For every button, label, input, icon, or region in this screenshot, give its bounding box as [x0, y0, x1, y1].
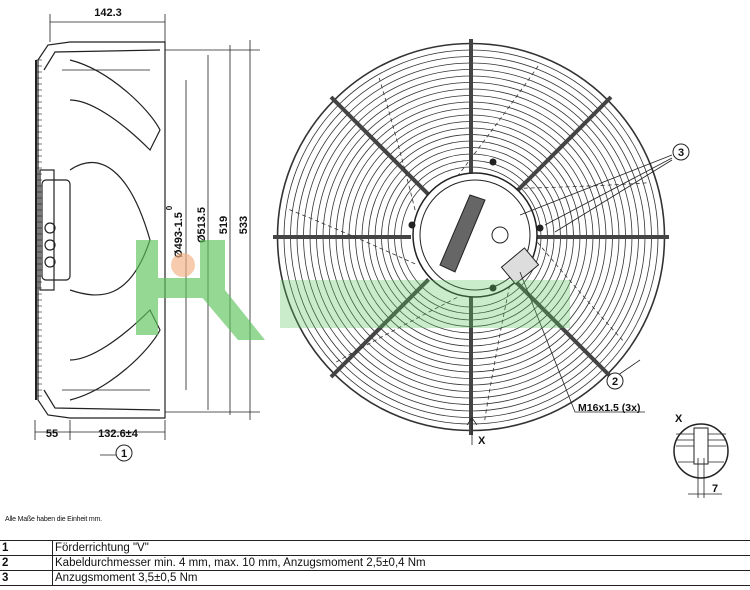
blade-outline	[532, 236, 624, 342]
view-x-label: X	[478, 435, 486, 447]
table-row: 3 Anzugsmoment 3,5±0,5 Nm	[0, 570, 750, 586]
blade-outline	[456, 64, 540, 177]
blade-outline	[287, 208, 416, 265]
motor-hub	[408, 158, 544, 298]
blade-outline	[334, 297, 458, 363]
grille-spoke	[512, 95, 613, 196]
dim-top-width: 142.3	[94, 7, 122, 19]
legend-table: 1 Förderrichtung "V" 2 Kabeldurchmesser …	[0, 540, 750, 586]
detail-x-label: X	[675, 413, 683, 425]
svg-text:2: 2	[612, 376, 618, 388]
svg-text:1: 1	[121, 448, 127, 460]
callout-2: 2	[606, 372, 624, 390]
table-row: 2 Kabeldurchmesser min. 4 mm, max. 10 mm…	[0, 555, 750, 571]
legend-text: Förderrichtung "V"	[52, 540, 750, 556]
blade-outline	[484, 285, 511, 422]
dim-55: 55	[46, 428, 58, 440]
dim-533: 533	[238, 216, 250, 234]
fan-technical-drawing: 142.3 Ø493-1.5 0 Ø513.5 519 533 55 132.6…	[34, 7, 729, 498]
thread-label: M16x1.5 (3x)	[578, 402, 640, 414]
blade-outline	[509, 182, 648, 189]
watermark-logo	[136, 240, 570, 340]
grille-spoke	[329, 278, 430, 379]
table-row: 1 Förderrichtung "V"	[0, 540, 750, 556]
legend-num: 3	[0, 570, 53, 586]
svg-text:3: 3	[678, 147, 684, 159]
dim-dia-493-tol: 0	[165, 205, 174, 210]
dim-519: 519	[218, 216, 230, 234]
callout-1: 1	[115, 444, 133, 462]
legend-num: 1	[0, 540, 53, 556]
legend-text: Kabeldurchmesser min. 4 mm, max. 10 mm, …	[52, 555, 750, 571]
callout-3: 3	[672, 143, 690, 161]
units-note: Alle Maße haben die Einheit mm.	[5, 516, 102, 523]
blade-outline	[378, 76, 416, 211]
legend-num: 2	[0, 555, 53, 571]
fan-grille-front-view	[273, 39, 669, 435]
dim-7: 7	[712, 483, 718, 495]
dim-dia-513: Ø513.5	[196, 207, 208, 243]
dim-dia-493: Ø493-1.5	[173, 212, 185, 258]
side-view	[35, 41, 166, 419]
dimension-lines	[34, 14, 260, 456]
detail-x	[673, 423, 729, 498]
grille-spoke	[329, 95, 430, 196]
dim-132: 132.6±4	[98, 428, 139, 440]
legend-text: Anzugsmoment 3,5±0,5 Nm	[52, 570, 750, 586]
